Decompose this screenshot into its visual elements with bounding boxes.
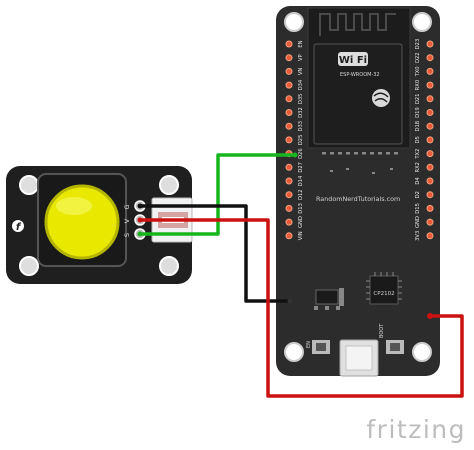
- pin-label-right-tx2: TX2: [415, 149, 421, 160]
- voltage-regulator: [315, 289, 339, 305]
- pin-left-d14: [285, 177, 293, 185]
- wires: [137, 152, 464, 398]
- pin-label-left-d27: D27: [298, 162, 304, 173]
- pin-left-vn: [285, 67, 293, 75]
- pin-left-vin: [285, 232, 293, 240]
- pin-right-gnd: [426, 218, 434, 226]
- pin-left-d27: [285, 163, 293, 171]
- pin-label-left-gnd: GND: [298, 216, 304, 228]
- mounting-hole: [19, 256, 39, 276]
- mounting-hole: [159, 256, 179, 276]
- usb-uart-chip: [369, 275, 399, 305]
- pin-left-d12: [285, 191, 293, 199]
- wifi-logo: [338, 52, 368, 66]
- pin-left-d35: [285, 95, 293, 103]
- mounting-hole: [19, 175, 39, 195]
- pin-left-d34: [285, 81, 293, 89]
- pin-label-left-d32: D32: [298, 107, 304, 118]
- pin-label-g: G: [123, 204, 131, 209]
- fritzing-watermark: fritzing: [366, 415, 466, 444]
- esp32-board: Wi Fi ESP-WROOM-32 RandomNerdTutorials.c…: [276, 6, 440, 377]
- chip-model: ESP-WROOM-32: [340, 72, 380, 78]
- pin-right-d2: [426, 191, 434, 199]
- pin-label-right-rx2: RX2: [415, 162, 421, 172]
- pin-label-left-en: EN: [298, 40, 304, 47]
- pin-right-d21: [426, 95, 434, 103]
- website-text: RandomNerdTutorials.com: [316, 195, 400, 203]
- module-shield: [313, 43, 403, 145]
- pin-right-tx0: [426, 67, 434, 75]
- pin-label-right-d4: D4: [415, 177, 421, 185]
- pin-label-left-d25: D25: [298, 135, 304, 146]
- pin-left-en: [285, 40, 293, 48]
- pin-label-left-d12: D12: [298, 189, 304, 200]
- pin-label-left-d33: D33: [298, 121, 304, 132]
- pin-left-d32: [285, 109, 293, 116]
- pin-right-rx2: [426, 163, 434, 171]
- pin-label-right-d5: D5: [415, 136, 421, 143]
- pin-right-tx2: [426, 150, 434, 158]
- pin-left-d13: [285, 204, 293, 212]
- mounting-hole: [284, 342, 304, 362]
- pin-left-d25: [285, 136, 293, 144]
- pin-right-3v3: [426, 232, 434, 240]
- pin-label-right-d21: D21: [415, 93, 421, 104]
- pin-label-v: V: [123, 218, 131, 223]
- yellow-push-button[interactable]: [44, 184, 120, 260]
- pin-label-right-3v3: 3V3: [415, 231, 421, 241]
- pin-left-vp: [285, 54, 293, 62]
- pin-right-d22: [426, 54, 434, 62]
- pin-right-rx0: [426, 81, 434, 89]
- pin-right-d19: [426, 109, 434, 116]
- push-button-module: f G V S: [6, 166, 193, 284]
- pin-label-s: S: [123, 233, 131, 237]
- antenna-trace: [319, 13, 396, 36]
- pin-right-d4: [426, 177, 434, 185]
- power-wire[interactable]: [138, 218, 464, 398]
- espressif-logo-icon: [372, 89, 390, 107]
- usb-chip-label: CP2102: [373, 291, 394, 297]
- pin-label-left-d35: D35: [298, 93, 304, 104]
- mounting-hole: [412, 342, 432, 362]
- pin-label-left-d34: D34: [298, 79, 304, 90]
- signal-wire[interactable]: [138, 153, 297, 236]
- pin-label-left-vin: VIN: [298, 231, 304, 240]
- mounting-hole: [412, 12, 432, 32]
- pin-label-right-d19: D19: [415, 107, 421, 118]
- pin-right-d23: [426, 40, 434, 48]
- smd-components: [322, 152, 398, 174]
- pin-right-d18: [426, 122, 434, 130]
- pin-label-right-d23: D23: [415, 39, 421, 50]
- boot-button-label: BOOT: [379, 323, 385, 338]
- pin-right-d5: [426, 136, 434, 144]
- pin-label-left-d13: D13: [298, 203, 304, 214]
- pin-label-right-tx0: TX0: [415, 66, 421, 77]
- pin-left-gnd: [285, 218, 293, 226]
- pin-label-right-gnd: GND: [415, 216, 421, 228]
- pin-label-left-vp: VP: [298, 54, 304, 61]
- pin-label-right-d22: D22: [415, 52, 421, 63]
- wifi-logo-text: Wi Fi: [339, 55, 367, 66]
- mounting-hole: [284, 12, 304, 32]
- pin-label-left-vn: VN: [298, 68, 304, 76]
- pin-right-d15: [426, 204, 434, 212]
- pin-label-left-d26: D26: [298, 148, 304, 159]
- mounting-hole: [159, 175, 179, 195]
- pin-label-right-rx0: RX0: [415, 80, 421, 90]
- pin-label-right-d18: D18: [415, 121, 421, 132]
- pin-label-right-d2: D2: [415, 191, 421, 198]
- module-logo-text: f: [16, 222, 22, 233]
- pin-label-left-d14: D14: [298, 175, 304, 186]
- pin-left-d33: [285, 122, 293, 130]
- pin-label-right-d15: D15: [415, 203, 421, 214]
- en-button-label: EN: [306, 341, 312, 348]
- logo-icon: [12, 220, 24, 232]
